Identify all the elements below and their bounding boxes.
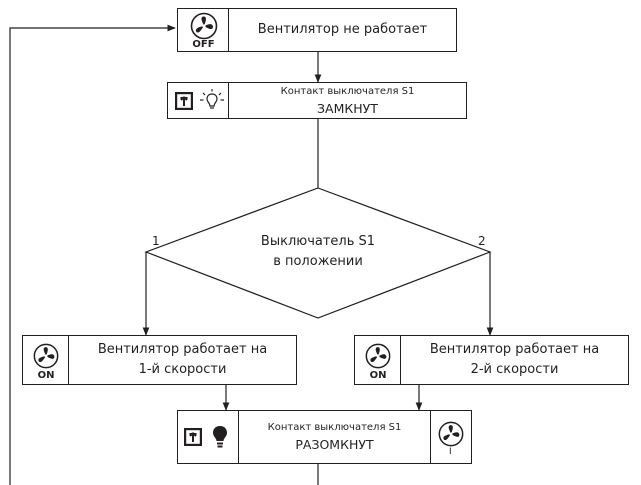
contact-open-line1: Контакт выключателя S1 <box>267 422 402 433</box>
node-fan-off: OFF Вентилятор не работает <box>177 8 457 52</box>
fan-speed-2-label: ON <box>369 370 387 381</box>
node-fan-speed-2: ON Вентилятор работает на 2-й скорости <box>354 335 629 385</box>
node-contact-open: Контакт выключателя S1 РАЗОМКНУТ I <box>177 410 472 464</box>
contact-open-text: Контакт выключателя S1 РАЗОМКНУТ <box>239 411 430 463</box>
lamp-on-icon <box>213 426 227 448</box>
contact-closed-icon-cell <box>168 83 229 118</box>
fan-speed-2-line2: 2-й скорости <box>470 362 559 377</box>
lamp-off-icon <box>200 89 224 109</box>
contact-closed-text: Контакт выключателя S1 ЗАМКНУТ <box>229 83 466 118</box>
contact-open-icon-cell <box>178 411 239 463</box>
fan-off-icon-cell: OFF <box>178 9 229 51</box>
contact-closed-line2: ЗАМКНУТ <box>317 100 378 116</box>
fan-speed-1-line2: 1-й скорости <box>138 362 227 377</box>
fan-speed-1-icon-cell: ON <box>23 336 69 384</box>
fan-speed-2-line1: Вентилятор работает на <box>429 342 600 357</box>
decision-line1: Выключатель S1 <box>260 234 376 249</box>
contact-open-fan-cell: I <box>430 411 471 463</box>
decision-text: Выключатель S1 в положении <box>218 229 418 275</box>
fan-icon <box>438 421 464 447</box>
decision-line2: в положении <box>273 254 363 269</box>
branch-label-1: 1 <box>152 234 160 248</box>
feedback-loop <box>9 24 176 485</box>
fan-icon <box>365 343 391 369</box>
node-fan-speed-1: ON Вентилятор работает на 1-й скорости <box>22 335 297 385</box>
switch-icon <box>175 92 193 110</box>
fan-icon <box>190 12 218 40</box>
decision-diamond <box>144 187 492 319</box>
fan-icon <box>33 343 59 369</box>
fan-speed-1-line1: Вентилятор работает на <box>97 342 268 357</box>
node-contact-closed: Контакт выключателя S1 ЗАМКНУТ <box>167 82 467 119</box>
contact-closed-line1: Контакт выключателя S1 <box>280 85 415 97</box>
fan-speed-1-label: ON <box>37 370 55 381</box>
fan-speed-mark: I <box>449 447 452 457</box>
switch-icon <box>184 428 202 446</box>
fan-speed-2-text: Вентилятор работает на 2-й скорости <box>401 336 628 384</box>
fan-speed-2-icon-cell: ON <box>355 336 401 384</box>
fan-off-text: Вентилятор не работает <box>257 22 428 37</box>
branch-label-2: 2 <box>478 234 486 248</box>
contact-open-line2: РАЗОМКНУТ <box>295 437 374 452</box>
fan-off-label: OFF <box>192 39 215 50</box>
fan-speed-1-text: Вентилятор работает на 1-й скорости <box>69 336 296 384</box>
